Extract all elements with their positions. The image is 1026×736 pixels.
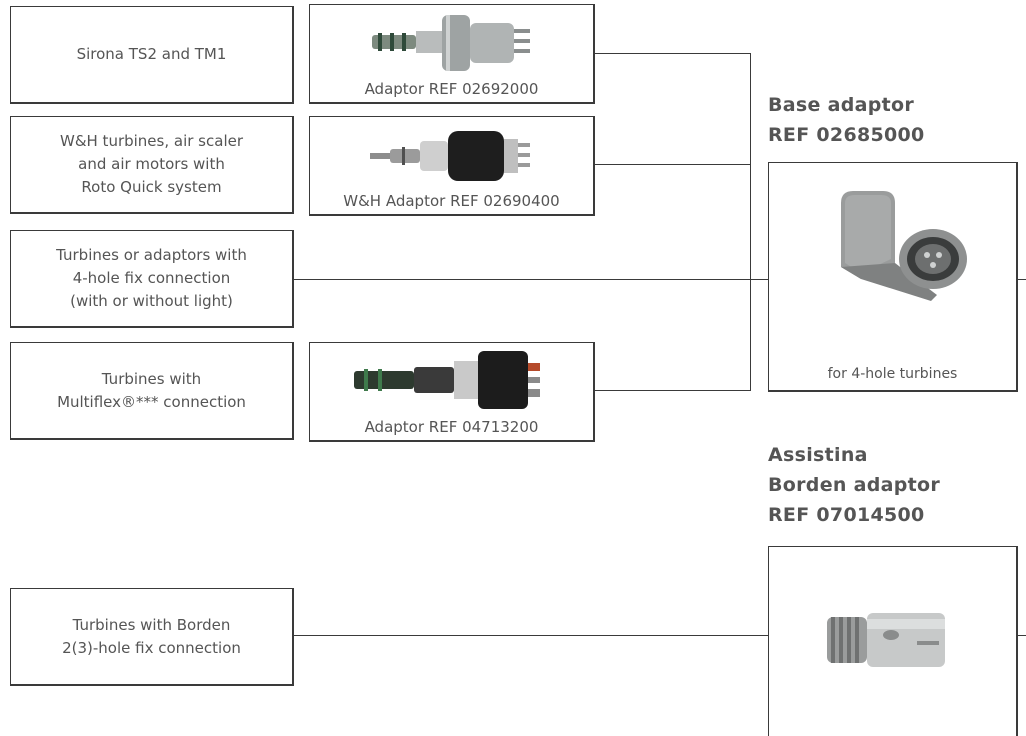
adaptor-caption: W&H Adaptor REF 02690400 (343, 192, 560, 210)
source-text: W&H turbines, air scaler (59, 132, 244, 150)
borden-adaptor-image (827, 613, 945, 667)
source-box-borden: Turbines with Borden 2(3)-hole fix conne… (10, 588, 294, 686)
source-box-sirona: Sirona TS2 and TM1 (10, 6, 294, 104)
source-text: Roto Quick system (81, 178, 222, 196)
source-text: 4-hole fix connection (72, 269, 231, 287)
connector-line (294, 635, 768, 636)
source-box-wh: W&H turbines, air scaler and air motors … (10, 116, 294, 214)
source-text: Turbines with (101, 369, 202, 388)
source-text: Turbines with Borden (72, 615, 231, 634)
source-text: 2(3)-hole fix connection (62, 638, 241, 657)
source-text: Multiflex®*** connection (57, 392, 246, 411)
connector-line (595, 53, 750, 54)
adaptor-caption: Adaptor REF 04713200 (364, 418, 539, 436)
connector-line (750, 53, 751, 391)
source-text: Turbines or adaptors with (56, 246, 247, 264)
connector-line (595, 164, 750, 165)
source-box-4hole: Turbines or adaptors with 4-hole fix con… (10, 230, 294, 328)
connector-line (1016, 635, 1026, 636)
source-text: Sirona TS2 and TM1 (76, 45, 227, 63)
borden-adaptor-box (768, 546, 1018, 736)
connector-line (294, 279, 768, 280)
source-box-multiflex: Turbines with Multiflex®*** connection (10, 342, 294, 440)
base-adaptor-title: Base adaptor REF 02685000 (768, 94, 925, 146)
adaptor-box-04713200: Adaptor REF 04713200 (309, 342, 595, 442)
source-text: and air motors with (78, 155, 225, 173)
adaptor-image (370, 131, 530, 181)
adaptor-box-02690400: W&H Adaptor REF 02690400 (309, 116, 595, 216)
connector-line (595, 390, 750, 391)
source-text: (with or without light) (70, 292, 233, 310)
adaptor-caption: Adaptor REF 02692000 (364, 80, 539, 98)
adaptor-image (354, 351, 540, 409)
adaptor-box-02692000: Adaptor REF 02692000 (309, 4, 595, 104)
base-adaptor-image (841, 191, 967, 301)
borden-adaptor-title: Assistina Borden adaptor REF 07014500 (768, 444, 941, 526)
base-adaptor-box: for 4-hole turbines (768, 162, 1018, 392)
connector-line (1016, 279, 1026, 280)
base-adaptor-caption: for 4-hole turbines (827, 366, 958, 382)
adaptor-image (372, 15, 530, 71)
